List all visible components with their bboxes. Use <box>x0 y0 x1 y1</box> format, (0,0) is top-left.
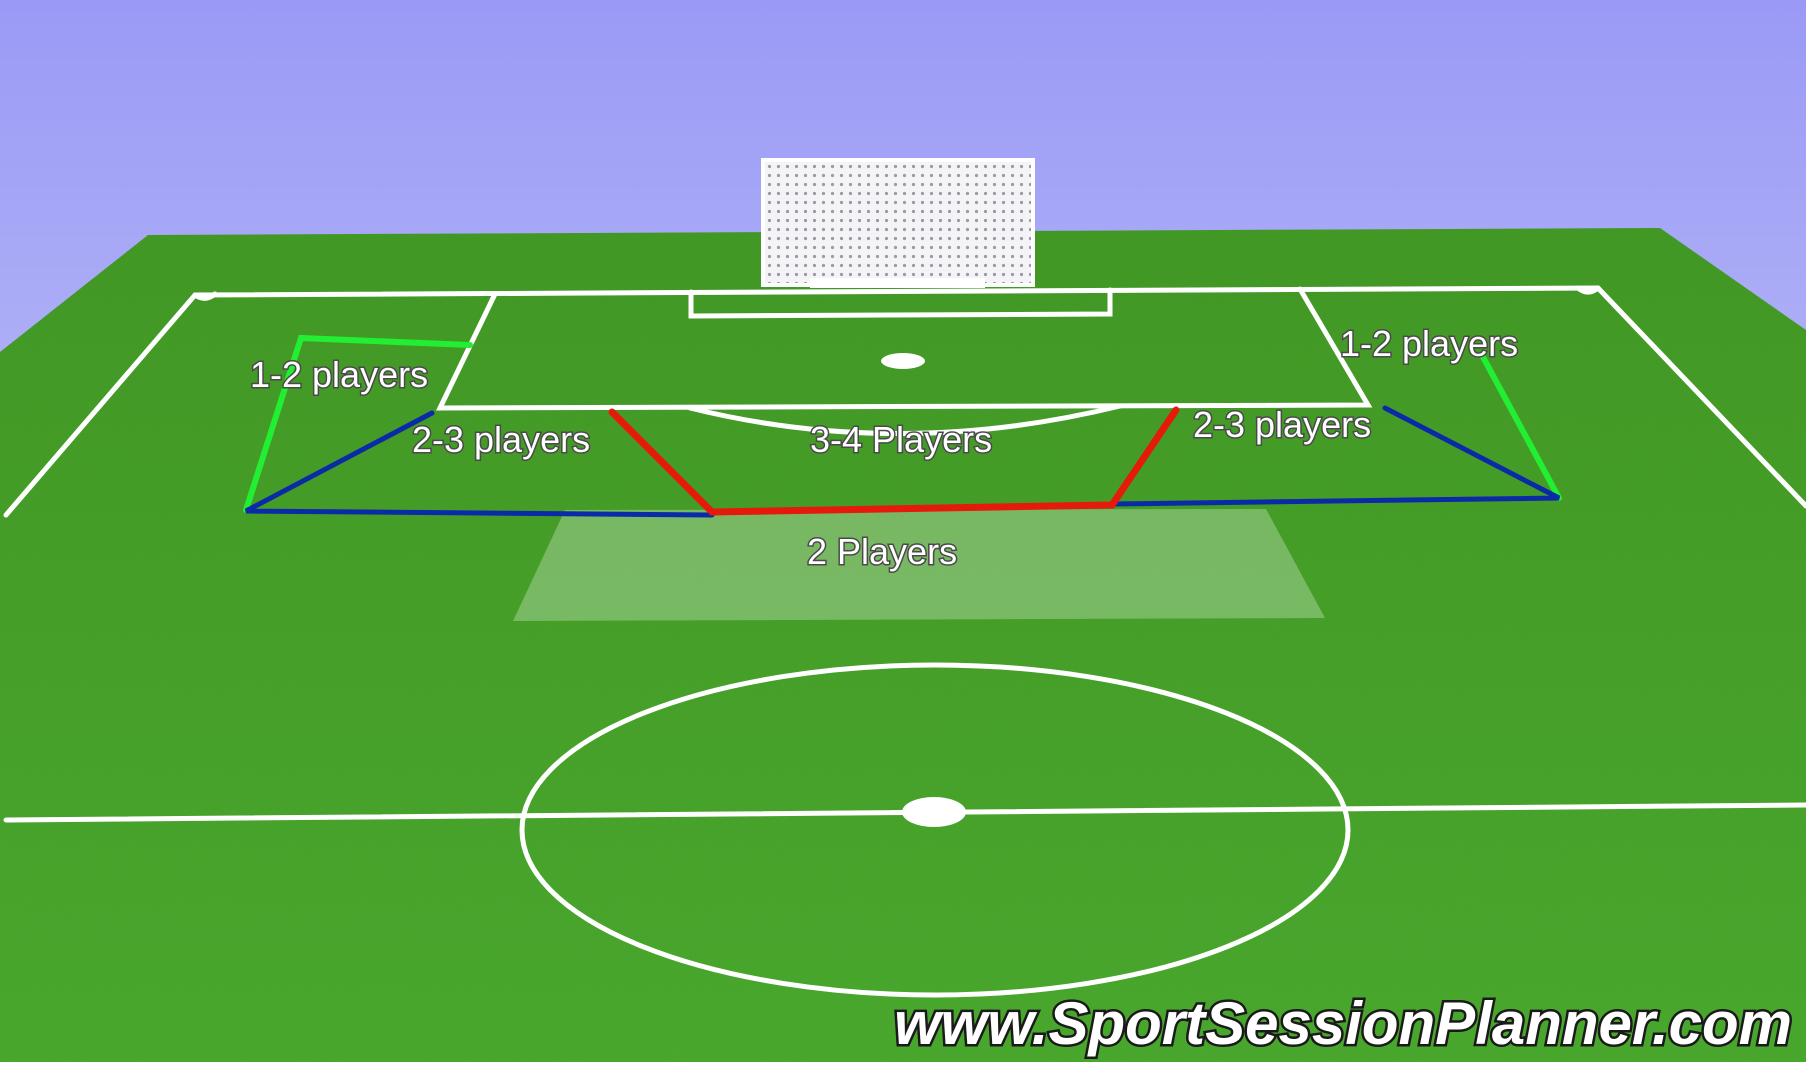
watermark-text: www.SportSessionPlanner.com <box>894 990 1792 1057</box>
zone-label-left-half: 2-3 players <box>412 419 590 460</box>
zone-label-left-wide: 1-2 players <box>250 354 428 395</box>
zone-label-right-wide: 1-2 players <box>1340 323 1518 364</box>
zone-label-holding: 2 Players <box>807 531 957 572</box>
penalty-spot <box>881 353 925 369</box>
zone-label-center: 3-4 Players <box>810 419 992 460</box>
zone-label-right-half: 2-3 players <box>1193 404 1371 445</box>
goal-net-icon <box>763 160 1033 288</box>
centre-spot <box>902 797 966 827</box>
